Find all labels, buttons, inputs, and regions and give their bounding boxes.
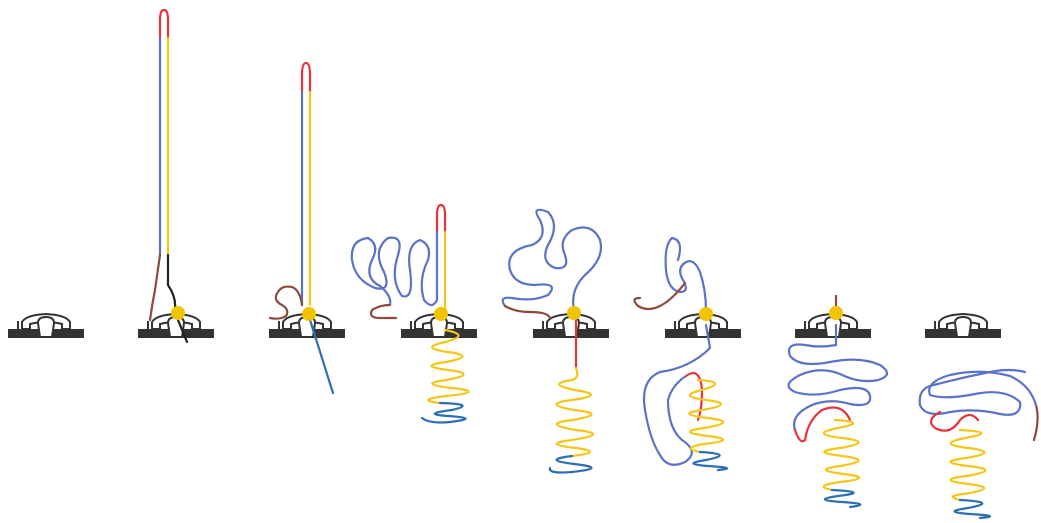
motor-protein-7 [829, 306, 843, 320]
stage-capture [138, 10, 214, 342]
stage-threading [269, 63, 345, 393]
stage-translocation-mid [503, 210, 609, 473]
strand-threading [270, 63, 333, 393]
stage-translocation-late [634, 238, 741, 470]
motor-protein-6 [699, 307, 713, 321]
strand-translocation-late [634, 238, 727, 470]
motor-protein-4 [434, 307, 448, 321]
stage-translocation-early [352, 205, 477, 423]
motor-protein-2 [171, 306, 185, 320]
strand-released [920, 370, 1038, 518]
stage-empty-pore [8, 314, 84, 338]
stage-translocation-near-end [789, 296, 887, 507]
stage-released [920, 314, 1038, 518]
pore-1 [8, 314, 84, 338]
pore-8 [925, 314, 1001, 338]
strand-capture [150, 10, 187, 342]
motor-protein-5 [567, 306, 581, 320]
strand-translocation-mid [503, 210, 601, 473]
strand-translocation-early [352, 205, 469, 423]
motor-protein-3 [302, 307, 316, 321]
